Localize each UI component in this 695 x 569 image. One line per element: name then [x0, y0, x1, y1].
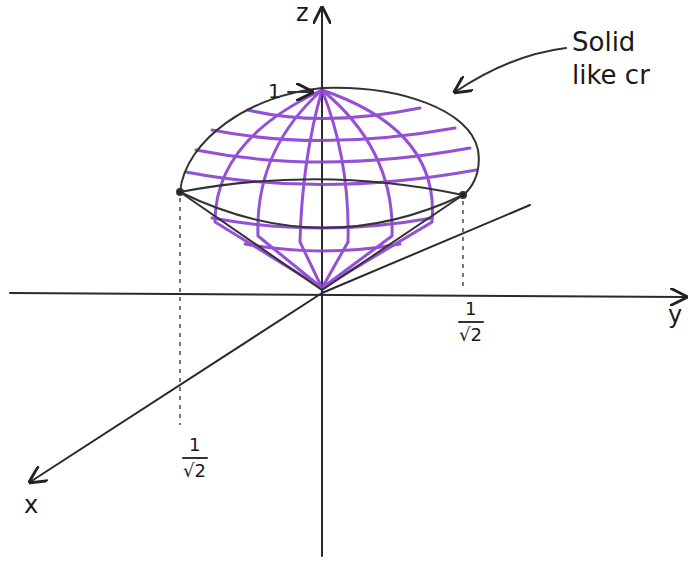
grid-line	[258, 90, 322, 288]
cone-outline	[180, 192, 463, 290]
axis-label: y	[668, 302, 682, 328]
grid-line	[212, 218, 432, 228]
rim-point	[460, 192, 466, 198]
fraction-bar	[183, 457, 207, 459]
grid-line	[300, 90, 322, 288]
grid-line	[186, 170, 476, 185]
grid-line	[322, 90, 433, 288]
callout-note: Solid like cr	[572, 26, 652, 91]
fraction-denominator: √2	[459, 325, 482, 345]
fraction-bar	[459, 321, 483, 323]
cap-outline	[180, 88, 479, 195]
fraction-numerator: 1	[465, 299, 476, 319]
rim-point	[177, 189, 183, 195]
fraction-denominator: √2	[183, 461, 206, 481]
pointer-arrow	[288, 91, 312, 93]
rim-front	[180, 192, 463, 228]
y-axis	[10, 293, 686, 297]
fraction-numerator: 1	[189, 435, 200, 455]
rim-back	[180, 179, 463, 195]
dashed-drop-left	[179, 198, 181, 425]
height-label: 1	[268, 80, 281, 102]
x-axis	[30, 293, 322, 482]
axis-label: z	[296, 0, 309, 26]
callout-arrow	[455, 48, 566, 92]
axis-label: x	[24, 492, 38, 518]
dashed-drop-right	[462, 201, 464, 289]
grid-line	[322, 90, 348, 288]
